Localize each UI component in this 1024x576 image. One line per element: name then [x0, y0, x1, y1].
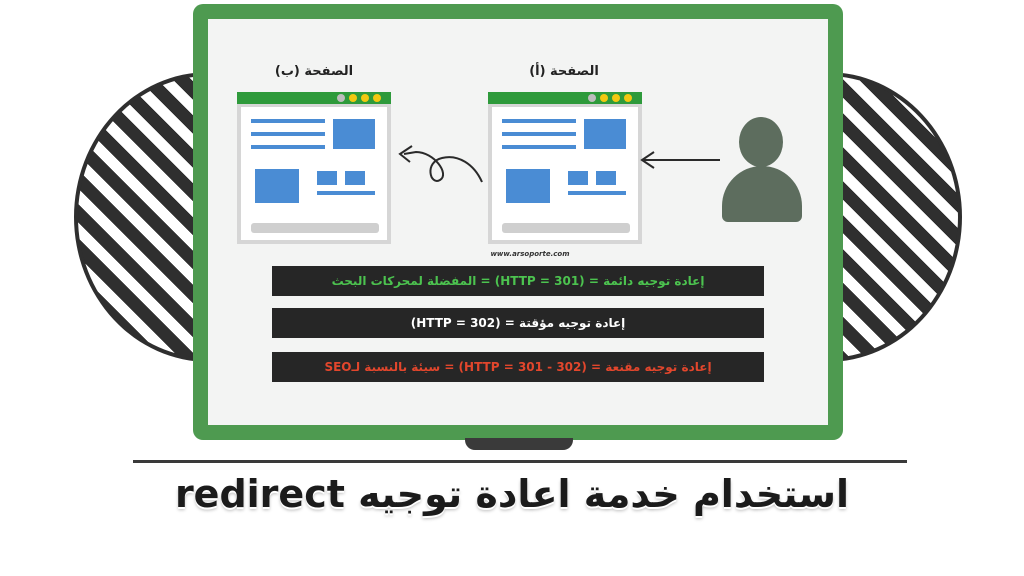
user-head	[739, 117, 783, 167]
page-b-label: الصفحة (ب)	[274, 64, 354, 79]
text-line-block	[502, 145, 576, 149]
text-line-block	[251, 145, 325, 149]
arrow-left-icon	[640, 151, 720, 169]
page-body	[492, 107, 638, 240]
window-dot-icon	[349, 94, 357, 102]
page-b-mockup	[237, 92, 391, 244]
small-block	[596, 171, 616, 185]
image-block	[333, 119, 375, 149]
window-dot-icon	[624, 94, 632, 102]
text-line-block	[502, 119, 576, 123]
small-block	[345, 171, 365, 185]
small-block	[317, 171, 337, 185]
page-a-mockup	[488, 92, 642, 244]
window-dot-icon	[373, 94, 381, 102]
site-url: www.arsoporte.com	[490, 250, 570, 258]
image-block	[506, 169, 550, 203]
text-line-block	[251, 132, 325, 136]
monitor-stand	[465, 438, 573, 450]
window-dot-icon	[588, 94, 596, 102]
page-title: استخدام خدمة اعادة توجيه redirect	[174, 472, 850, 516]
text-line-block	[317, 191, 375, 195]
image-block	[255, 169, 299, 203]
text-line-block	[251, 119, 325, 123]
footer-placeholder	[251, 223, 379, 233]
info-row-cloaked-redirect: إعادة توجيه مقنعة = (HTTP = 301 - 302) =…	[272, 352, 764, 382]
page-body	[241, 107, 387, 240]
text-line-block	[568, 191, 626, 195]
window-dot-icon	[612, 94, 620, 102]
page-a-label: الصفحة (أ)	[529, 64, 599, 79]
window-dot-icon	[361, 94, 369, 102]
info-row-text: إعادة توجيه دائمة = (HTTP = 301) = المفض…	[331, 274, 705, 288]
info-row-text: إعادة توجيه مقنعة = (HTTP = 301 - 302) =…	[324, 360, 712, 374]
window-dot-icon	[337, 94, 345, 102]
info-row-text: إعادة توجيه مؤقتة = (HTTP = 302)	[410, 316, 626, 330]
window-dot-icon	[600, 94, 608, 102]
image-block	[584, 119, 626, 149]
small-block	[568, 171, 588, 185]
info-row-temporary-redirect: إعادة توجيه مؤقتة = (HTTP = 302)	[272, 308, 764, 338]
text-line-block	[502, 132, 576, 136]
curved-redirect-arrow-icon	[398, 145, 483, 183]
info-row-permanent-redirect: إعادة توجيه دائمة = (HTTP = 301) = المفض…	[272, 266, 764, 296]
baseline-divider	[133, 460, 907, 463]
user-body	[722, 166, 802, 222]
footer-placeholder	[502, 223, 630, 233]
